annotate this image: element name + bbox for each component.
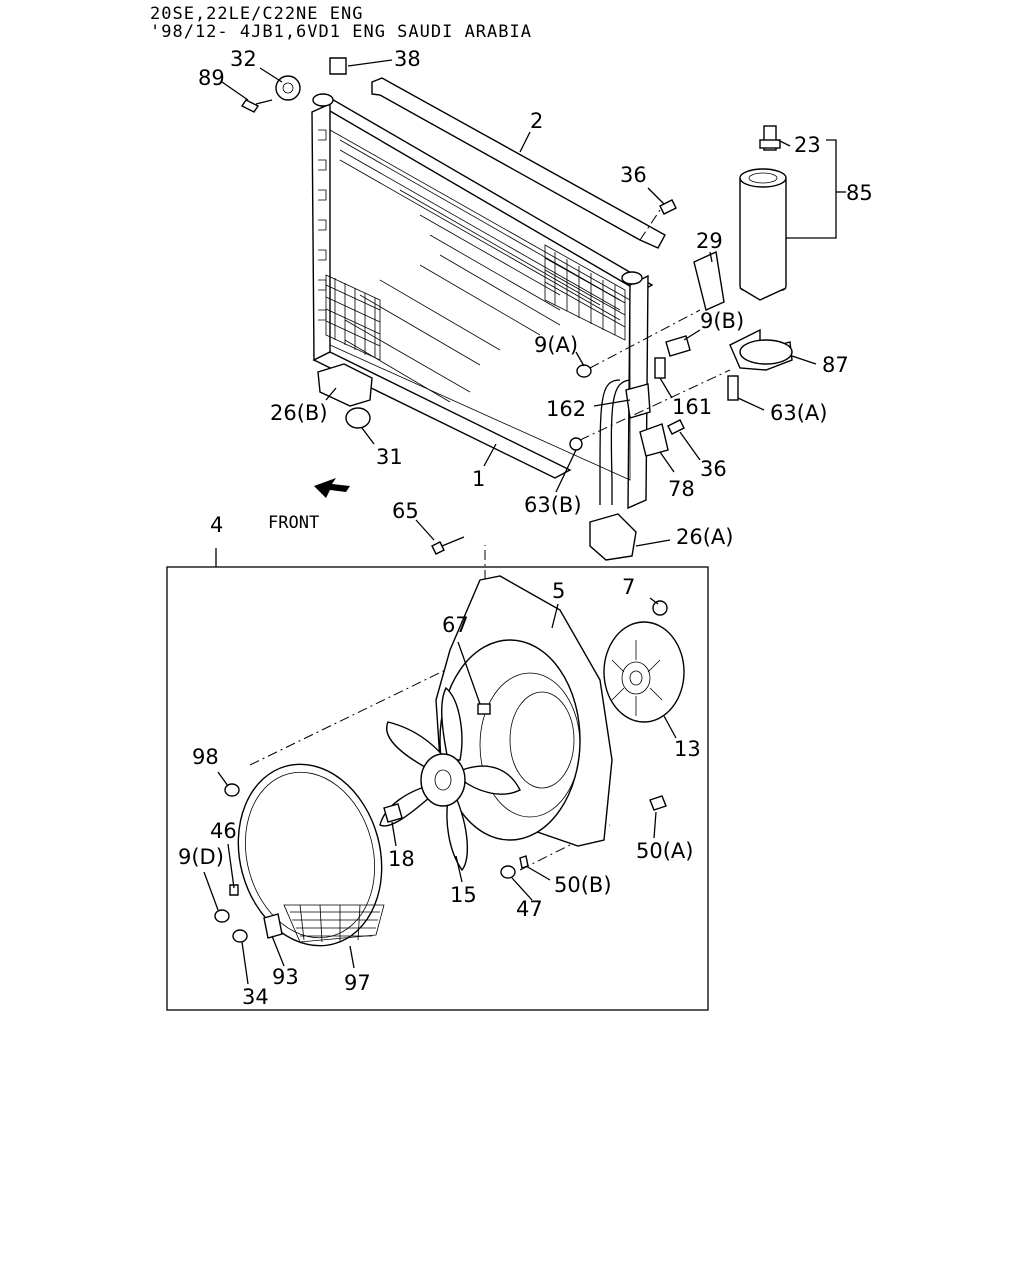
- callout-47: 47: [516, 897, 543, 921]
- callout-97: 97: [344, 971, 371, 995]
- callout-9b: 9(B): [700, 309, 744, 333]
- hardware: [240, 57, 739, 561]
- callout-93: 93: [272, 965, 299, 989]
- callout-50b: 50(B): [554, 873, 612, 897]
- callout-15: 15: [450, 883, 477, 907]
- callout-13: 13: [674, 737, 701, 761]
- callout-67: 67: [442, 613, 469, 637]
- callout-87: 87: [822, 353, 849, 377]
- header-line-2: '98/12- 4JB1,6VD1 ENG SAUDI ARABIA: [150, 22, 532, 42]
- callout-26b: 26(B): [270, 401, 328, 425]
- callout-9d: 9(D): [178, 845, 224, 869]
- callout-89: 89: [198, 66, 225, 90]
- callout-65: 65: [392, 499, 419, 523]
- callout-7: 7: [622, 575, 635, 599]
- callout-38: 38: [394, 47, 421, 71]
- fan-guard: [237, 763, 385, 947]
- callout-46: 46: [210, 819, 237, 843]
- callout-32: 32: [230, 47, 257, 71]
- callout-161: 161: [672, 395, 712, 419]
- callout-9a: 9(A): [534, 333, 578, 357]
- callout-98: 98: [192, 745, 219, 769]
- callout-63a: 63(A): [770, 401, 827, 425]
- callout-2: 2: [530, 109, 543, 133]
- callout-18: 18: [388, 847, 415, 871]
- callout-34: 34: [242, 985, 269, 1009]
- front-label: FRONT: [268, 513, 319, 533]
- fan-hardware: [214, 600, 668, 943]
- callout-36-lower: 36: [700, 457, 727, 481]
- callout-50a: 50(A): [636, 839, 693, 863]
- callout-36-upper: 36: [620, 163, 647, 187]
- callout-lines: [203, 59, 846, 985]
- callout-4: 4: [210, 513, 223, 537]
- callout-26a: 26(A): [676, 525, 733, 549]
- callout-1: 1: [472, 467, 485, 491]
- callout-5: 5: [552, 579, 565, 603]
- header-line-1: 20SE,22LE/C22NE ENG: [150, 4, 364, 24]
- condenser: [311, 93, 654, 510]
- receiver-drier: [729, 125, 793, 371]
- callout-31: 31: [376, 445, 403, 469]
- callout-85: 85: [846, 181, 873, 205]
- fan-assembly-box: [166, 566, 709, 1011]
- callout-78: 78: [668, 477, 695, 501]
- fan-motor: [603, 621, 685, 723]
- callout-23: 23: [794, 133, 821, 157]
- callout-29: 29: [696, 229, 723, 253]
- callout-162: 162: [546, 397, 586, 421]
- upper-seal-strip: [371, 77, 666, 249]
- callout-63b: 63(B): [524, 493, 582, 517]
